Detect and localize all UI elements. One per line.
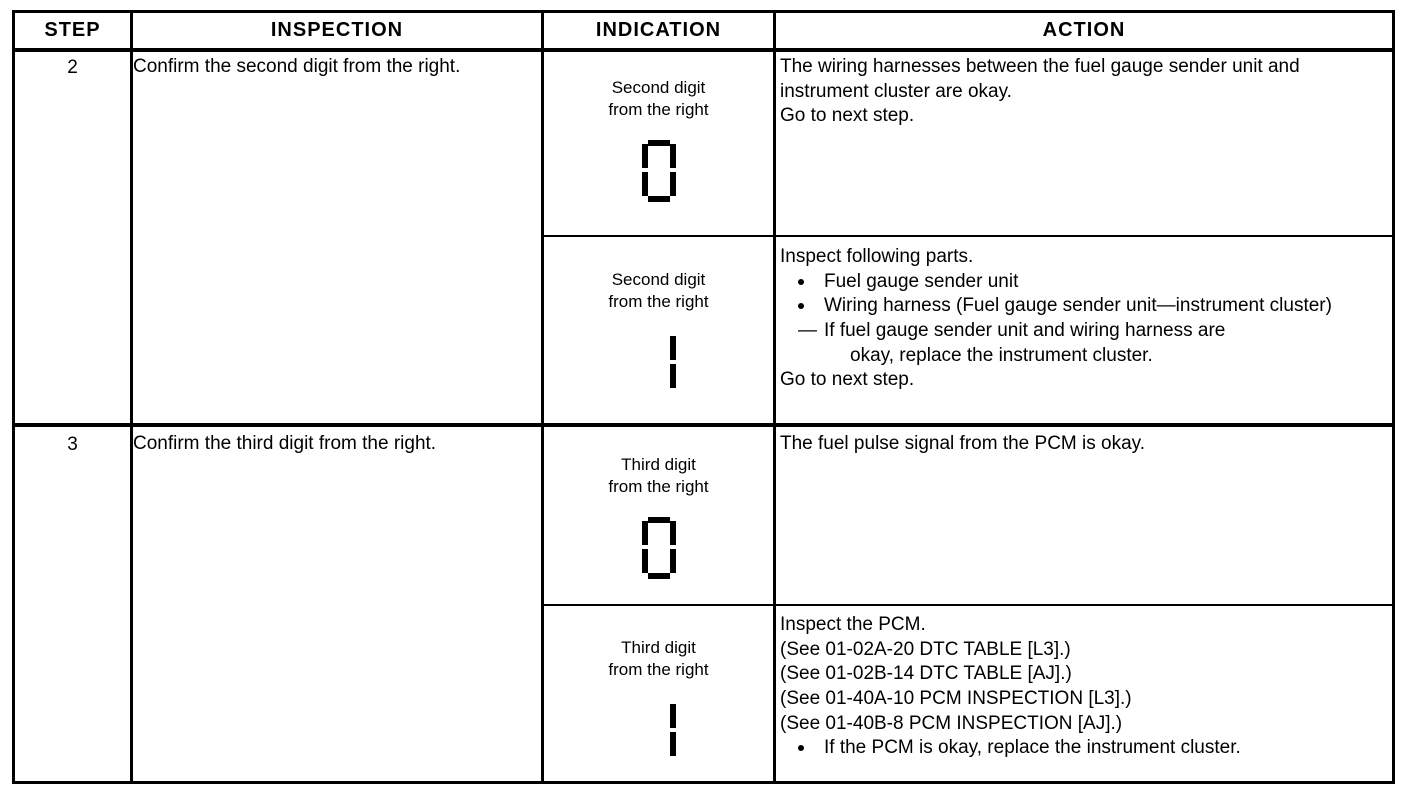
action-cell: The wiring harnesses between the fuel ga… [780, 55, 1386, 129]
inspection-text: Confirm the third digit from the right. [133, 433, 437, 454]
bullet-text: Fuel gauge sender unit [824, 270, 1019, 292]
bullet-dot-icon [798, 303, 804, 310]
action-line: The fuel pulse signal from the PCM is ok… [780, 433, 1146, 454]
subnote-text: If fuel gauge sender unit and wiring har… [824, 320, 1226, 342]
list-item: Fuel gauge sender unit [780, 270, 1386, 295]
column-divider-inspection [541, 13, 544, 781]
action-cell: Inspect following parts. Fuel gauge send… [780, 245, 1386, 393]
bullet-text: Wiring harness (Fuel gauge sender unit—i… [824, 295, 1332, 317]
column-divider-step [130, 13, 133, 781]
table-row: 3 [15, 434, 130, 456]
step-number: 2 [67, 57, 78, 78]
action-reference: (See 01-02B-14 DTC TABLE [AJ].) [780, 663, 1072, 685]
table-row: 2 [15, 57, 130, 79]
action-reference: (See 01-40A-10 PCM INSPECTION [L3].) [780, 688, 1132, 710]
column-divider-indication [773, 13, 776, 781]
indication-label: Second digit from the right [608, 270, 709, 312]
column-header-indication: INDICATION [595, 19, 722, 41]
seven-segment-digit-one-icon [642, 332, 676, 394]
list-item: Wiring harness (Fuel gauge sender unit—i… [780, 294, 1386, 319]
action-reference: (See 01-02A-20 DTC TABLE [L3].) [780, 638, 1071, 660]
list-item: If the PCM is okay, replace the instrume… [780, 736, 1386, 761]
subrow-divider [541, 235, 1392, 237]
column-header-action: ACTION [1042, 19, 1126, 41]
action-line: Go to next step. [780, 105, 915, 127]
indication-label: Second digit from the right [608, 78, 709, 120]
action-outro: Go to next step. [780, 369, 915, 391]
subrow-divider [541, 604, 1392, 606]
action-intro: Inspect the PCM. [780, 614, 926, 635]
indication-label: Third digit from the right [608, 638, 709, 680]
action-line: The wiring harnesses between the fuel ga… [780, 56, 1300, 102]
inspection-text: Confirm the second digit from the right. [133, 56, 461, 77]
indication-label: Third digit from the right [608, 455, 709, 497]
seven-segment-digit-one-icon [642, 700, 676, 762]
indication-cell: Second digit from the right [544, 265, 773, 394]
subnote-text-continued: okay, replace the instrument cluster. [850, 344, 1153, 366]
indication-cell: Second digit from the right [544, 73, 773, 202]
action-bullet-list: If the PCM is okay, replace the instrume… [780, 736, 1386, 761]
bullet-text: If the PCM is okay, replace the instrume… [824, 737, 1241, 759]
table-header-row: STEP INSPECTION INDICATION ACTION [15, 13, 1392, 48]
step-divider [15, 423, 1392, 427]
action-subnote: — If fuel gauge sender unit and wiring h… [780, 319, 1386, 368]
seven-segment-digit-zero-icon [641, 139, 676, 202]
action-bullet-list: Fuel gauge sender unit Wiring harness (F… [780, 270, 1386, 319]
indication-cell: Third digit from the right [544, 450, 773, 579]
troubleshooting-table: STEP INSPECTION INDICATION ACTION 2 Conf… [12, 10, 1395, 784]
indication-cell: Third digit from the right [544, 633, 773, 762]
header-divider [15, 48, 1392, 52]
bullet-dot-icon [798, 278, 804, 285]
action-cell: Inspect the PCM. (See 01-02A-20 DTC TABL… [780, 613, 1386, 761]
em-dash-marker: — [798, 320, 817, 342]
action-intro: Inspect following parts. [780, 246, 974, 267]
action-cell: The fuel pulse signal from the PCM is ok… [780, 432, 1386, 457]
bullet-dot-icon [798, 745, 804, 752]
column-header-inspection: INSPECTION [270, 19, 404, 41]
column-header-step: STEP [44, 19, 101, 41]
step-number: 3 [67, 434, 78, 455]
seven-segment-digit-zero-icon [641, 516, 676, 579]
action-reference: (See 01-40B-8 PCM INSPECTION [AJ].) [780, 712, 1123, 734]
